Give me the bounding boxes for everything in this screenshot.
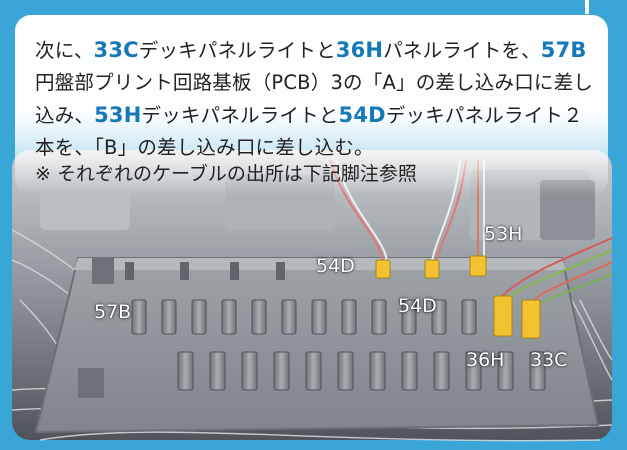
text-segment: 次に、 [35, 39, 94, 62]
yellow-connectors [375, 255, 541, 339]
corner-tab [585, 0, 589, 14]
part-number: 36H [335, 38, 384, 62]
socket-row-a [131, 299, 477, 335]
pcb-edge [74, 258, 566, 270]
part-number: 33C [93, 38, 139, 62]
label-54d-top: 54D [316, 255, 355, 277]
text-segment: デッキパネルライトと [138, 39, 336, 62]
label-54d-mid: 54D [398, 295, 437, 317]
label-57b: 57B [94, 301, 132, 323]
connector-36h [493, 295, 513, 337]
instruction-box: 次に、33Cデッキパネルライトと36Hパネルライトを、57B円盤部プリント回路基… [15, 15, 608, 195]
instruction-text: 次に、33Cデッキパネルライトと36Hパネルライトを、57B円盤部プリント回路基… [35, 34, 600, 164]
label-33c: 33C [530, 349, 568, 371]
text-segment: 円盤部プリント回路基板（PCB）3の「A」の差し込み口に差し込み、 [35, 71, 593, 127]
part-number: 54D [338, 103, 386, 127]
pcb-board [34, 257, 600, 434]
part-number: 57B [540, 38, 587, 62]
text-segment: デッキパネルライトと [141, 104, 339, 127]
socket-row-b [177, 351, 546, 391]
mount-post [92, 258, 114, 284]
label-53h: 53H [484, 223, 523, 245]
connector-53h [469, 255, 487, 277]
connector-54d-1 [375, 259, 391, 279]
rear-bracket [540, 180, 595, 240]
text-segment: パネルライトを、 [383, 39, 541, 62]
socket-row-top [125, 262, 285, 280]
connector-54d-2 [424, 259, 440, 279]
mount-post [78, 368, 104, 398]
footnote-reference: ※ それぞれのケーブルの出所は下記脚注参照 [35, 163, 417, 185]
label-36h: 36H [466, 349, 505, 371]
connector-33c [521, 299, 541, 339]
part-number: 53H [94, 103, 142, 127]
text-segment: デッキパネルライト２本を、「B」の差し込み口に差し込む。 [35, 104, 583, 159]
